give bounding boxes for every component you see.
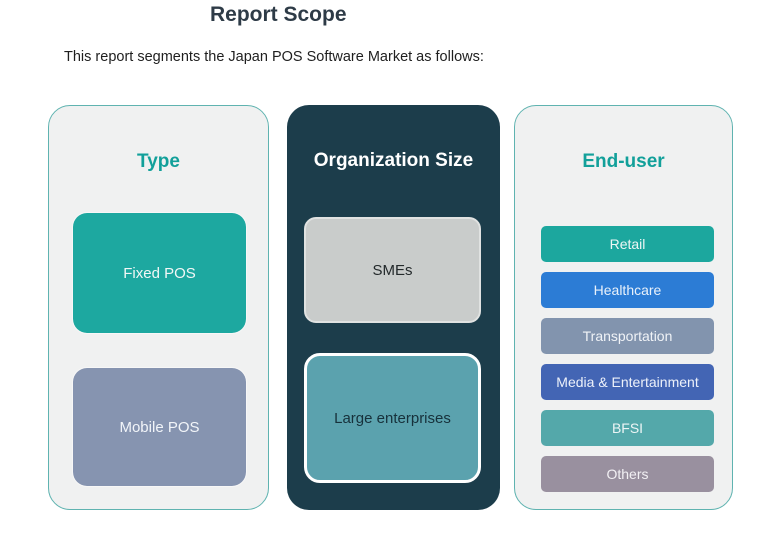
- organization-size-column-heading: Organization Size: [313, 150, 474, 171]
- fixed-pos-label: Fixed POS: [123, 264, 196, 282]
- end-user-bar-media-entertainment: Media & Entertainment: [541, 364, 714, 400]
- end-user-bar-healthcare: Healthcare: [541, 272, 714, 308]
- end-user-bar-transportation: Transportation: [541, 318, 714, 354]
- end-user-bar-others: Others: [541, 456, 714, 492]
- smes-label: SMEs: [372, 261, 413, 279]
- type-column: Type Fixed POS Mobile POS: [48, 105, 269, 510]
- end-user-bar-bfsi: BFSI: [541, 410, 714, 446]
- end-user-column-heading: End-user: [582, 151, 665, 172]
- end-user-bar-list: Retail Healthcare Transportation Media &…: [541, 226, 714, 492]
- end-user-bar-retail: Retail: [541, 226, 714, 262]
- large-enterprises-box: Large enterprises: [304, 353, 481, 483]
- page-subtitle: This report segments the Japan POS Softw…: [64, 49, 484, 65]
- page-title: Report Scope: [210, 3, 347, 26]
- type-column-heading: Type: [137, 151, 180, 172]
- large-enterprises-label: Large enterprises: [334, 409, 451, 427]
- organization-size-column: Organization Size SMEs Large enterprises: [287, 105, 500, 510]
- mobile-pos-label: Mobile POS: [119, 418, 200, 436]
- end-user-column: End-user Retail Healthcare Transportatio…: [514, 105, 733, 510]
- smes-box: SMEs: [304, 217, 481, 323]
- fixed-pos-box: Fixed POS: [72, 212, 247, 334]
- mobile-pos-box: Mobile POS: [72, 367, 247, 487]
